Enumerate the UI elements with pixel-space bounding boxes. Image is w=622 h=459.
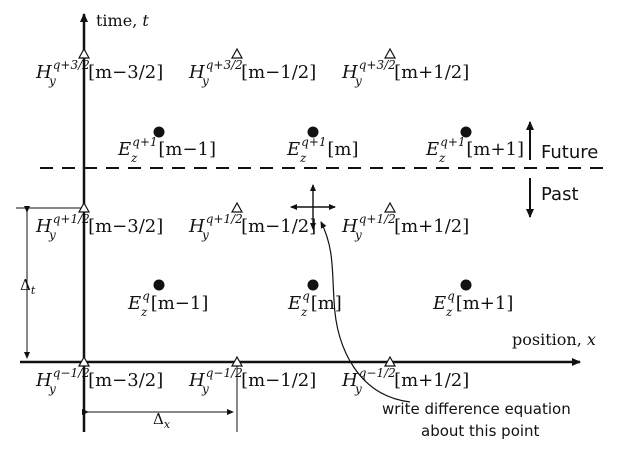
delta-x-label: Δx [153, 410, 171, 431]
h-node-marker [230, 355, 244, 367]
position-axis-label: position, x [512, 330, 596, 349]
delta-t-label: Δt [20, 276, 36, 297]
h-node-marker [77, 355, 91, 367]
h-node-marker [383, 47, 397, 59]
e-node-marker [153, 279, 165, 291]
h-node-marker [230, 201, 244, 213]
update-point-marker [290, 184, 336, 230]
h-node-marker [230, 47, 244, 59]
time-axis-label: time, t [96, 11, 149, 30]
e-node-marker [460, 279, 472, 291]
h-node-marker [77, 47, 91, 59]
e-node-marker [307, 279, 319, 291]
e-node-marker [307, 126, 319, 138]
annotation-line2: about this point [421, 422, 540, 440]
e-node-marker [460, 126, 472, 138]
annotation-pointer [320, 221, 411, 403]
h-node-marker [383, 355, 397, 367]
h-node-marker [383, 201, 397, 213]
past-label: Past [541, 184, 579, 205]
e-node-marker [153, 126, 165, 138]
annotation-line1: write difference equation [382, 400, 571, 418]
h-node-marker [77, 201, 91, 213]
node-markers [77, 47, 472, 367]
future-label: Future [541, 142, 598, 163]
